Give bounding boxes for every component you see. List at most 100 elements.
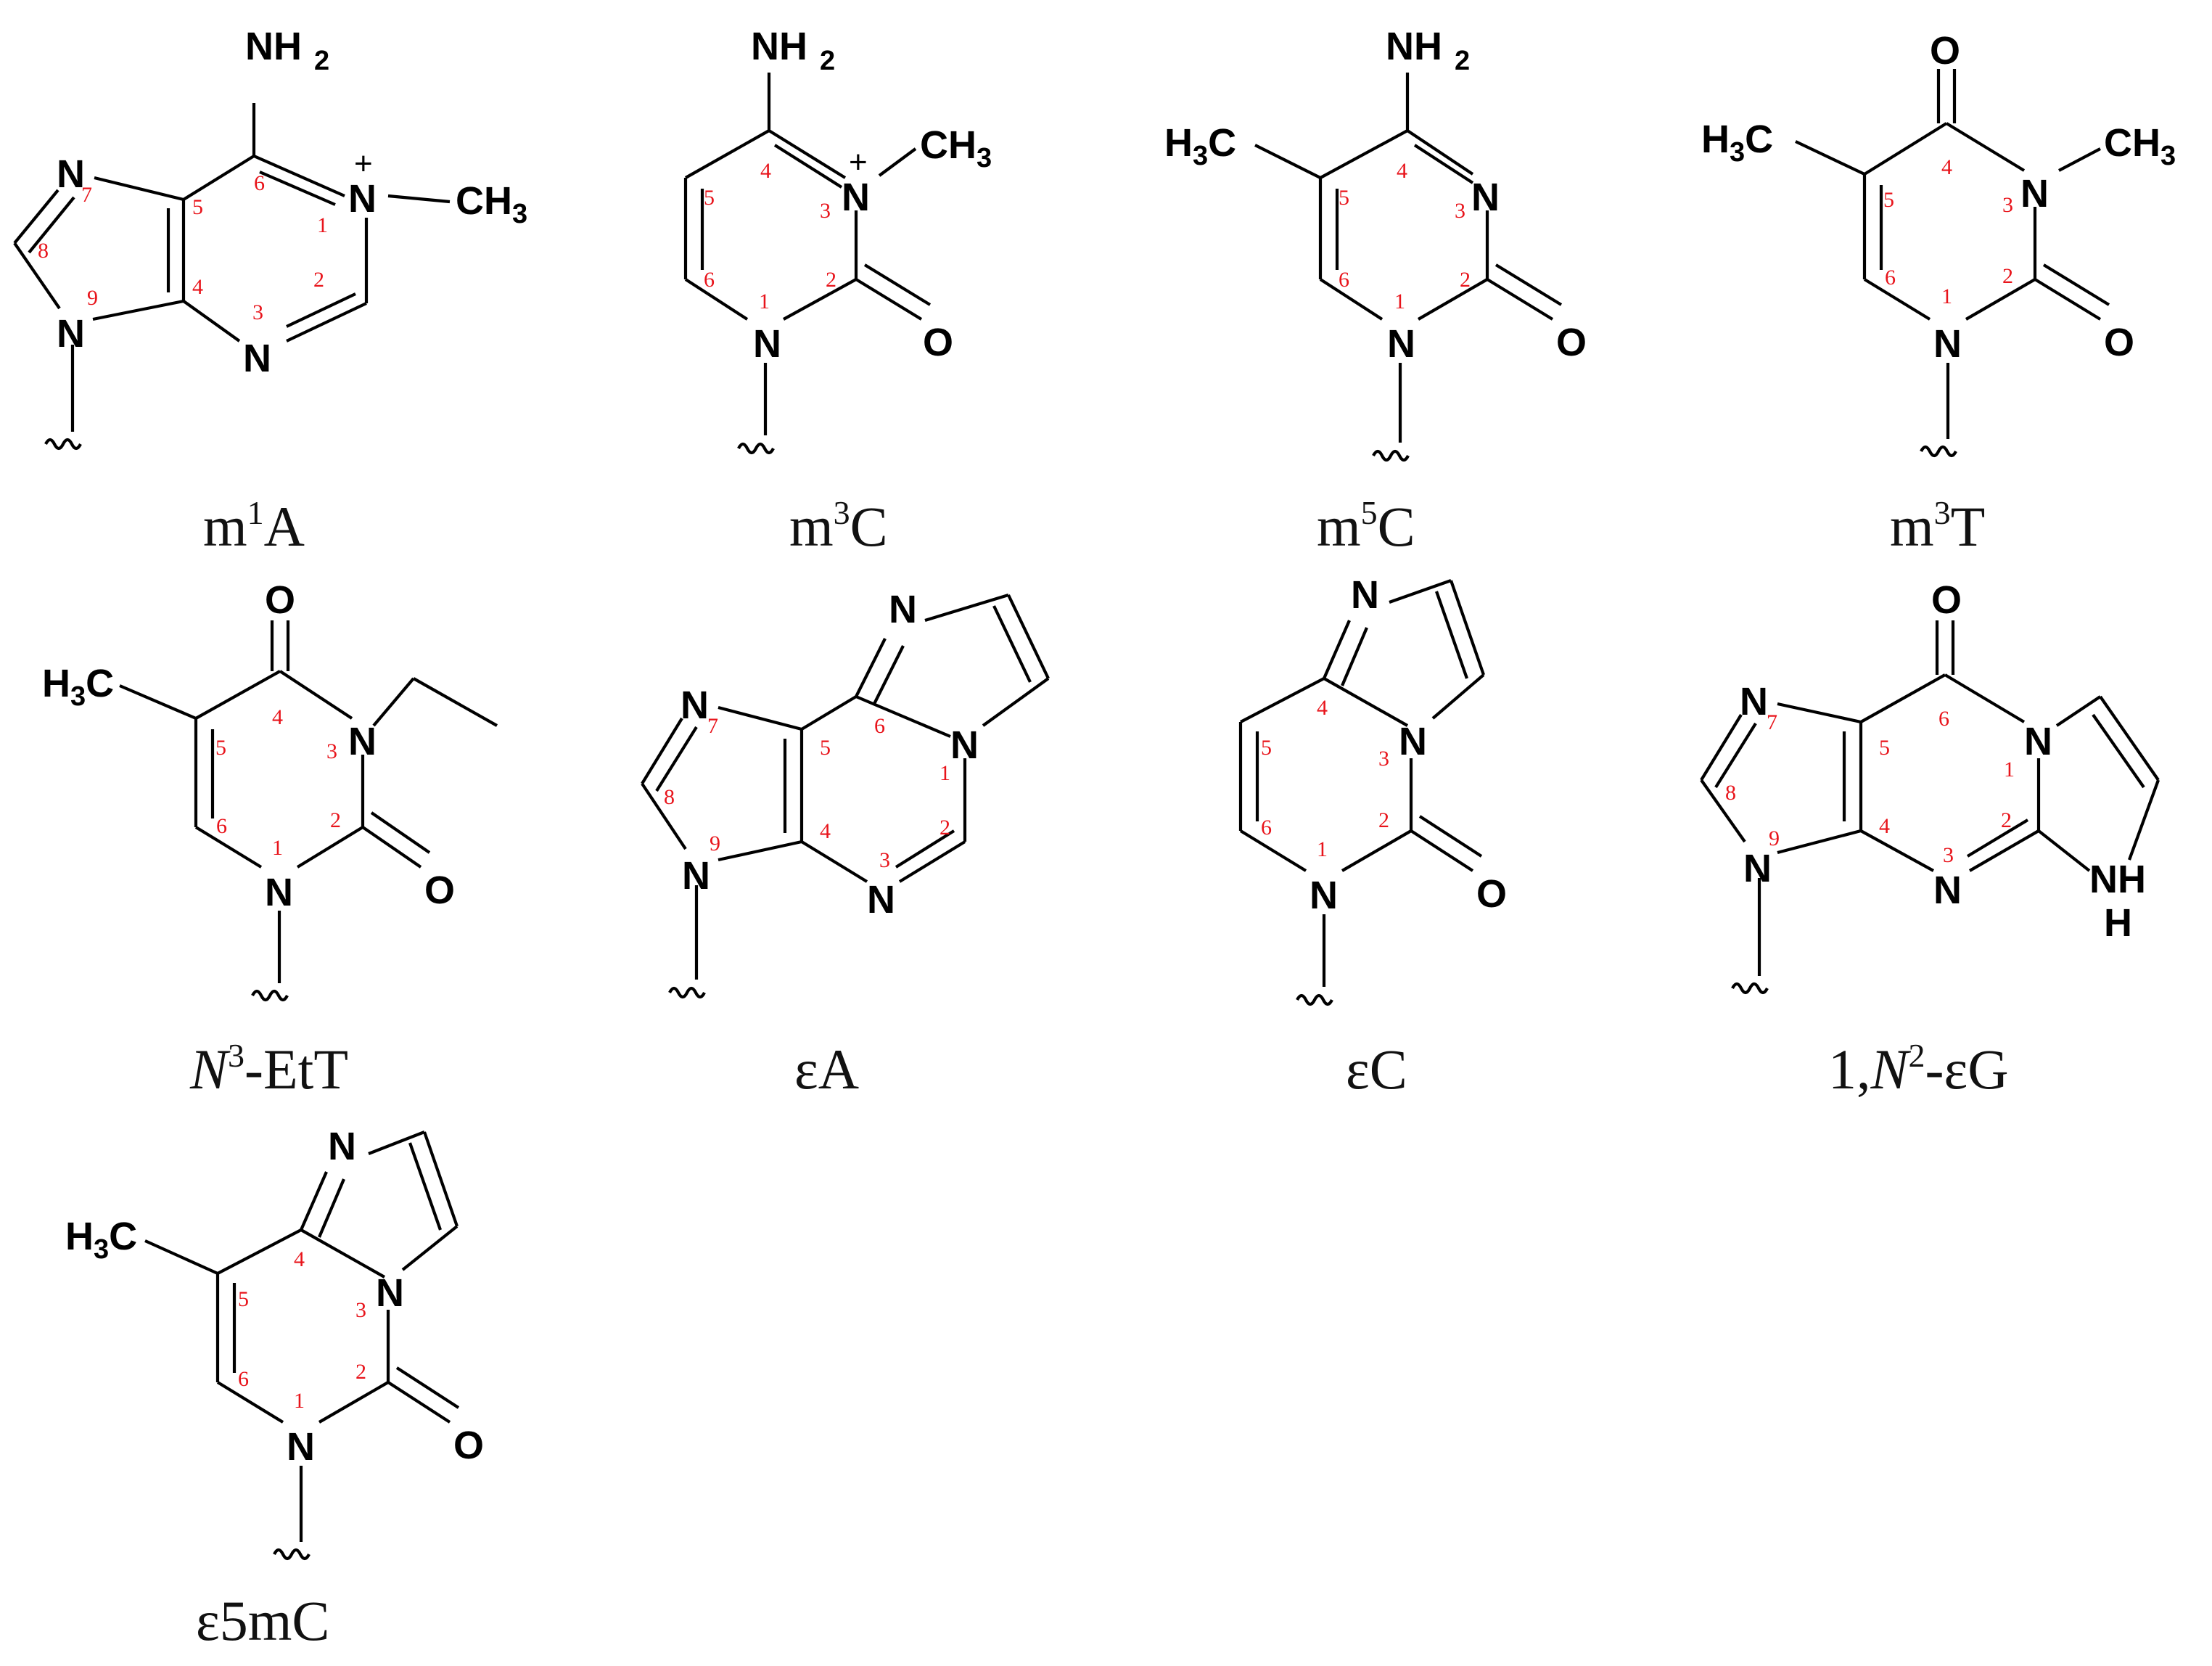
ring-number-7: 7 bbox=[707, 714, 718, 738]
ring-number-6: 6 bbox=[1339, 268, 1349, 292]
ring-number-4: 4 bbox=[1941, 155, 1952, 179]
atom-o: O bbox=[453, 1424, 484, 1467]
ring-number-2: 2 bbox=[313, 268, 324, 292]
atom-n1-plus: N bbox=[348, 177, 377, 221]
atom-n3-plus: N bbox=[842, 176, 870, 219]
ring-number-6: 6 bbox=[1261, 816, 1272, 840]
charge-plus: + bbox=[354, 146, 373, 181]
ring-number-6: 6 bbox=[874, 714, 885, 738]
caption-epsilon-c: εC bbox=[1346, 1038, 1407, 1101]
atom-n1: N bbox=[1387, 322, 1415, 366]
ring-number-1: 1 bbox=[1317, 837, 1328, 861]
atom-ch3-sub: 3 bbox=[977, 143, 992, 173]
atom-n1: N bbox=[265, 871, 293, 914]
atom-n1: N bbox=[1933, 322, 1962, 366]
structure-1-n2-epsilon-g: O N N NH H N N 1 2 3 4 5 6 7 8 9 1,N2-εG bbox=[1700, 578, 2160, 1101]
ring-number-1: 1 bbox=[2004, 758, 2015, 781]
ring-number-1: 1 bbox=[1394, 290, 1405, 313]
atom-n3: N bbox=[1399, 720, 1427, 763]
ring-number-9: 9 bbox=[87, 286, 98, 310]
ring-number-4: 4 bbox=[1317, 696, 1328, 720]
atom-ch3: CH bbox=[920, 123, 977, 167]
atom-o2: O bbox=[424, 869, 455, 912]
ring-number-6: 6 bbox=[254, 171, 265, 195]
atom-nh: NH bbox=[2089, 858, 2146, 901]
atom-o: O bbox=[923, 321, 953, 364]
ring-number-5: 5 bbox=[192, 195, 203, 219]
atom-n7: N bbox=[57, 152, 85, 196]
ring-number-2: 2 bbox=[940, 816, 950, 840]
ring-number-1: 1 bbox=[294, 1389, 305, 1413]
atom-ch3-sub: 3 bbox=[2160, 141, 2176, 171]
atom-h3c: H3C bbox=[1164, 121, 1236, 171]
atom-nh2-sub: 2 bbox=[314, 46, 329, 76]
atom-nh2: NH bbox=[751, 25, 807, 68]
atom-o6: O bbox=[1931, 578, 1962, 622]
atom-n3: N bbox=[1471, 176, 1500, 219]
caption-n3-ett: N3-EtT bbox=[189, 1037, 348, 1101]
ring-number-3: 3 bbox=[355, 1298, 366, 1322]
atom-ch3: CH bbox=[2104, 121, 2160, 165]
structure-m3c: NH 2 N + CH 3 O N 1 2 3 4 5 6 m3C bbox=[683, 25, 992, 558]
atom-nh2: NH bbox=[245, 25, 302, 68]
atom-n9: N bbox=[57, 312, 85, 356]
ring-number-2: 2 bbox=[1378, 808, 1389, 832]
ring-number-4: 4 bbox=[820, 819, 831, 843]
ring-number-3: 3 bbox=[252, 300, 263, 324]
ring-number-4: 4 bbox=[294, 1247, 305, 1271]
atom-n7: N bbox=[681, 684, 709, 727]
atom-n3: N bbox=[348, 720, 377, 763]
atom-h3c: H3C bbox=[42, 662, 114, 712]
ring-number-5: 5 bbox=[1879, 736, 1890, 760]
ring-number-5: 5 bbox=[1883, 188, 1894, 212]
ring-number-3: 3 bbox=[2002, 193, 2013, 217]
atom-n1: N bbox=[753, 322, 781, 366]
ring-number-7: 7 bbox=[81, 183, 92, 207]
caption-1-n2-epsilon-g: 1,N2-εG bbox=[1828, 1037, 2009, 1101]
structure-epsilon-a: N N N N N 1 2 3 4 5 6 7 8 9 εA bbox=[641, 588, 1050, 1101]
structure-epsilon-5mc: N H3C N O N 1 2 3 4 5 6 ε5mC bbox=[65, 1125, 484, 1652]
ring-number-6: 6 bbox=[1938, 707, 1949, 731]
ring-number-1: 1 bbox=[272, 836, 283, 860]
ring-number-4: 4 bbox=[192, 275, 203, 299]
ring-number-7: 7 bbox=[1767, 710, 1777, 734]
atom-n7: N bbox=[1740, 680, 1768, 723]
structure-n3-ett: O H3C N O N 1 2 3 4 5 6 N3-EtT bbox=[42, 578, 498, 1101]
atom-n1: N bbox=[287, 1425, 315, 1469]
atom-nh2-sub: 2 bbox=[1455, 46, 1470, 76]
ring-number-5: 5 bbox=[1339, 186, 1349, 210]
ring-number-5: 5 bbox=[1261, 736, 1272, 760]
atom-h: H bbox=[2104, 901, 2132, 945]
ring-number-3: 3 bbox=[1455, 199, 1465, 223]
caption-m5c: m5C bbox=[1317, 494, 1415, 558]
ring-number-1: 1 bbox=[1941, 284, 1952, 308]
atom-ch3-sub: 3 bbox=[512, 199, 527, 229]
caption-epsilon-5mc: ε5mC bbox=[196, 1589, 329, 1652]
ring-number-4: 4 bbox=[760, 159, 771, 183]
ring-number-3: 3 bbox=[1943, 843, 1954, 867]
atom-o4: O bbox=[1930, 29, 1960, 73]
caption-m3t: m3T bbox=[1890, 494, 1985, 558]
ring-number-6: 6 bbox=[216, 814, 227, 838]
ring-number-4: 4 bbox=[1397, 159, 1407, 183]
atom-n1: N bbox=[2024, 720, 2052, 763]
atom-n9: N bbox=[682, 854, 710, 898]
ring-number-8: 8 bbox=[1725, 781, 1736, 805]
atom-o: O bbox=[1476, 872, 1507, 916]
atom-nh2: NH bbox=[1386, 25, 1442, 68]
atom-n3: N bbox=[376, 1271, 404, 1315]
ring-number-5: 5 bbox=[215, 736, 226, 760]
atom-n-imidazo: N bbox=[1351, 573, 1379, 617]
caption-m3c: m3C bbox=[789, 494, 888, 558]
atom-n3: N bbox=[867, 878, 895, 922]
atom-h3c: H3C bbox=[1701, 118, 1773, 168]
ring-number-8: 8 bbox=[664, 785, 675, 809]
ring-number-6: 6 bbox=[704, 268, 715, 292]
ring-number-5: 5 bbox=[704, 186, 715, 210]
atom-n-imidazo: N bbox=[328, 1125, 356, 1168]
atom-h3c: H3C bbox=[65, 1215, 137, 1265]
atom-nh2-sub: 2 bbox=[820, 46, 835, 76]
atom-n9: N bbox=[1743, 847, 1772, 890]
ring-number-3: 3 bbox=[879, 848, 890, 872]
